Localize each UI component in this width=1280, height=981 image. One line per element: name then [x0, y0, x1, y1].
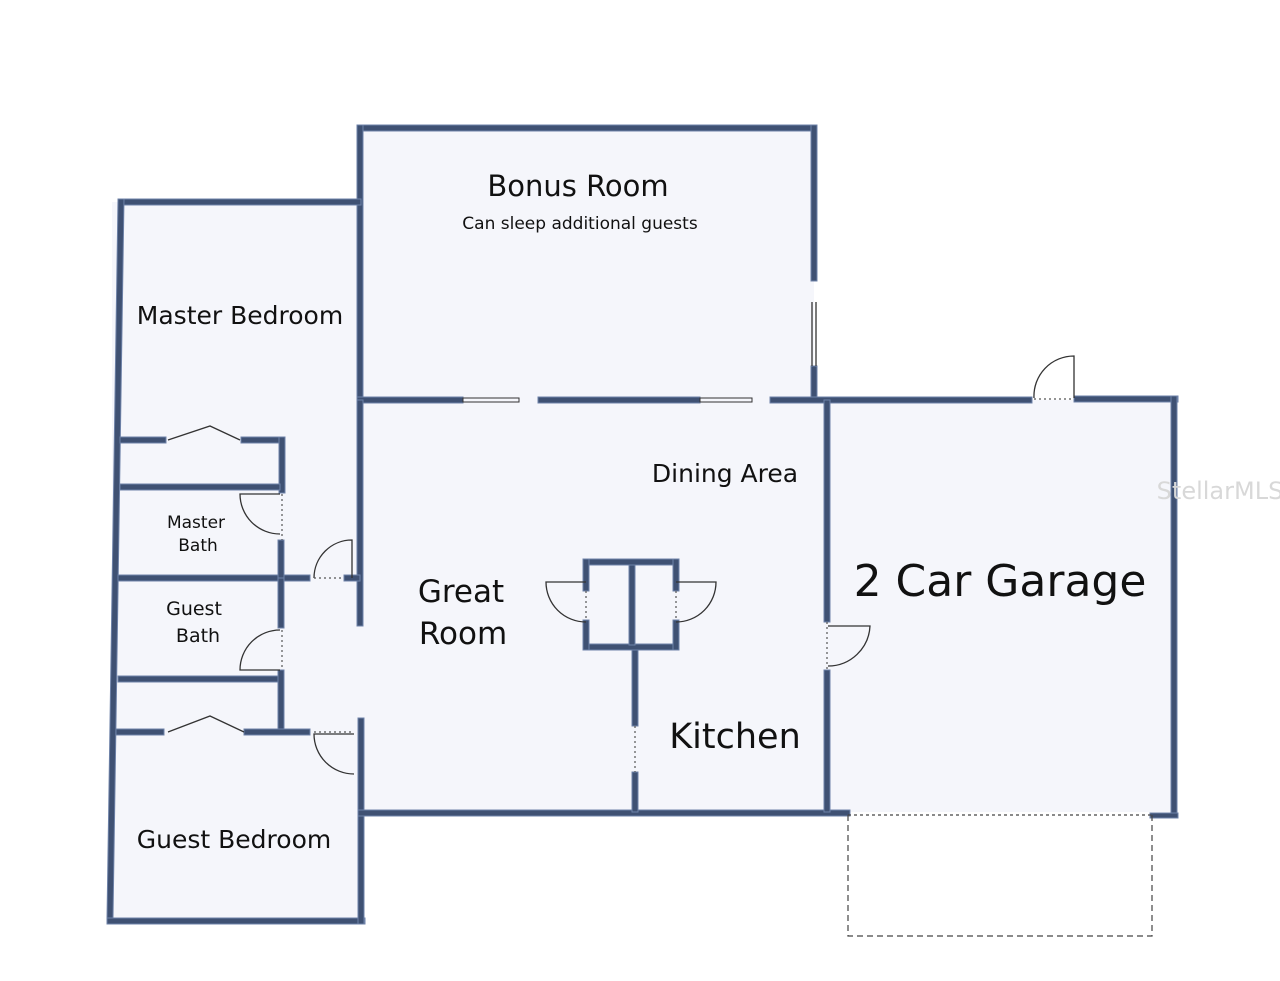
- guest-bedroom-right-wall: [357, 717, 365, 925]
- bath-divider-wall: [117, 574, 311, 582]
- guest-bath-bottom-wall: [117, 675, 281, 683]
- sliding-door-icon: [462, 397, 520, 403]
- door-swing-icon: [827, 625, 871, 667]
- guest-closet-wall-right: [243, 728, 311, 736]
- garage-bottom-wall-stub: [1149, 812, 1179, 819]
- master-closet-side-wall: [278, 436, 286, 494]
- sliding-doors: [462, 397, 753, 403]
- garage-right-wall: [1170, 395, 1178, 819]
- pantry-left-wall: [582, 558, 590, 592]
- guest-bath-right-wall-upper: [277, 577, 285, 629]
- pantry-center-wall: [628, 564, 636, 646]
- west-top-wall: [117, 198, 362, 206]
- guest-bath-label-line1: Guest: [166, 598, 222, 620]
- bonus-room-note: Can sleep additional guests: [462, 214, 698, 234]
- floor-areas: [112, 128, 1174, 922]
- master-closet-wall-left: [119, 436, 167, 444]
- master-bath-label-line2: Bath: [178, 536, 218, 556]
- door-swing-icon: [313, 733, 355, 775]
- garage-label: 2 Car Garage: [854, 556, 1147, 607]
- main-bottom-wall: [357, 809, 851, 817]
- master-bedroom-label: Master Bedroom: [137, 301, 343, 330]
- doors: [239, 302, 1075, 775]
- great-room-floor: [358, 400, 828, 812]
- guest-bath-right-wall-lower: [277, 669, 285, 735]
- bonus-room-floor: [358, 128, 814, 400]
- bifold-doors: [167, 425, 245, 733]
- watermark: StellarMLS: [1157, 477, 1280, 505]
- dining-area-label: Dining Area: [652, 459, 798, 488]
- kitchen-divider-wall: [631, 645, 639, 727]
- guest-closet-wall-left: [115, 728, 165, 736]
- bonus-bottom-wall-b: [537, 396, 701, 404]
- kitchen-label: Kitchen: [669, 717, 801, 757]
- bonus-top-wall: [356, 124, 818, 132]
- west-bottom-wall: [106, 917, 366, 925]
- pantry-top-wall: [582, 558, 680, 566]
- guest-bedroom-label: Guest Bedroom: [137, 825, 331, 854]
- guest-bath-label-line2: Bath: [176, 625, 220, 647]
- master-closet-bottom-wall: [119, 483, 281, 491]
- bonus-bottom-wall-c: [769, 396, 1033, 404]
- bonus-right-wall-upper: [810, 124, 818, 282]
- driveway-outline: [847, 815, 1153, 937]
- master-bedroom-right-wall: [356, 399, 364, 627]
- openings: [281, 398, 1074, 772]
- door-swing-icon: [545, 581, 587, 623]
- bifold-door-icon: [167, 425, 241, 441]
- walls: [106, 124, 1179, 925]
- door-swing-icon: [239, 629, 281, 671]
- bifold-door-icon: [167, 715, 245, 733]
- door-swing-icon: [811, 302, 817, 366]
- door-swing-icon: [313, 539, 353, 579]
- bonus-room-label: Bonus Room: [487, 169, 668, 203]
- bonus-left-wall: [356, 124, 364, 404]
- pantry-right-wall: [672, 558, 680, 592]
- door-swing-icon: [675, 581, 717, 623]
- garage-left-wall-upper: [823, 399, 831, 623]
- master-bath-label-line1: Master: [167, 513, 225, 533]
- door-swing-icon: [239, 493, 281, 535]
- pantry-left-wall-lower: [582, 619, 590, 651]
- kitchen-divider-wall-lower: [631, 771, 639, 813]
- door-swing-icon: [1033, 355, 1075, 399]
- room-labels: Bonus Room Can sleep additional guests M…: [137, 169, 1147, 854]
- master-closet-wall-right: [240, 436, 286, 444]
- pantry-right-wall-lower: [672, 619, 680, 651]
- bonus-bottom-wall-a: [356, 396, 464, 404]
- great-room-label-line2: Room: [419, 616, 507, 652]
- garage-top-wall: [1073, 395, 1179, 403]
- great-room-label-line1: Great: [418, 574, 504, 610]
- sliding-door-icon: [699, 397, 753, 403]
- master-bath-right-wall: [277, 539, 285, 585]
- garage-floor: [826, 400, 1174, 812]
- west-wing-floor: [112, 202, 360, 922]
- garage-left-wall-lower: [823, 669, 831, 813]
